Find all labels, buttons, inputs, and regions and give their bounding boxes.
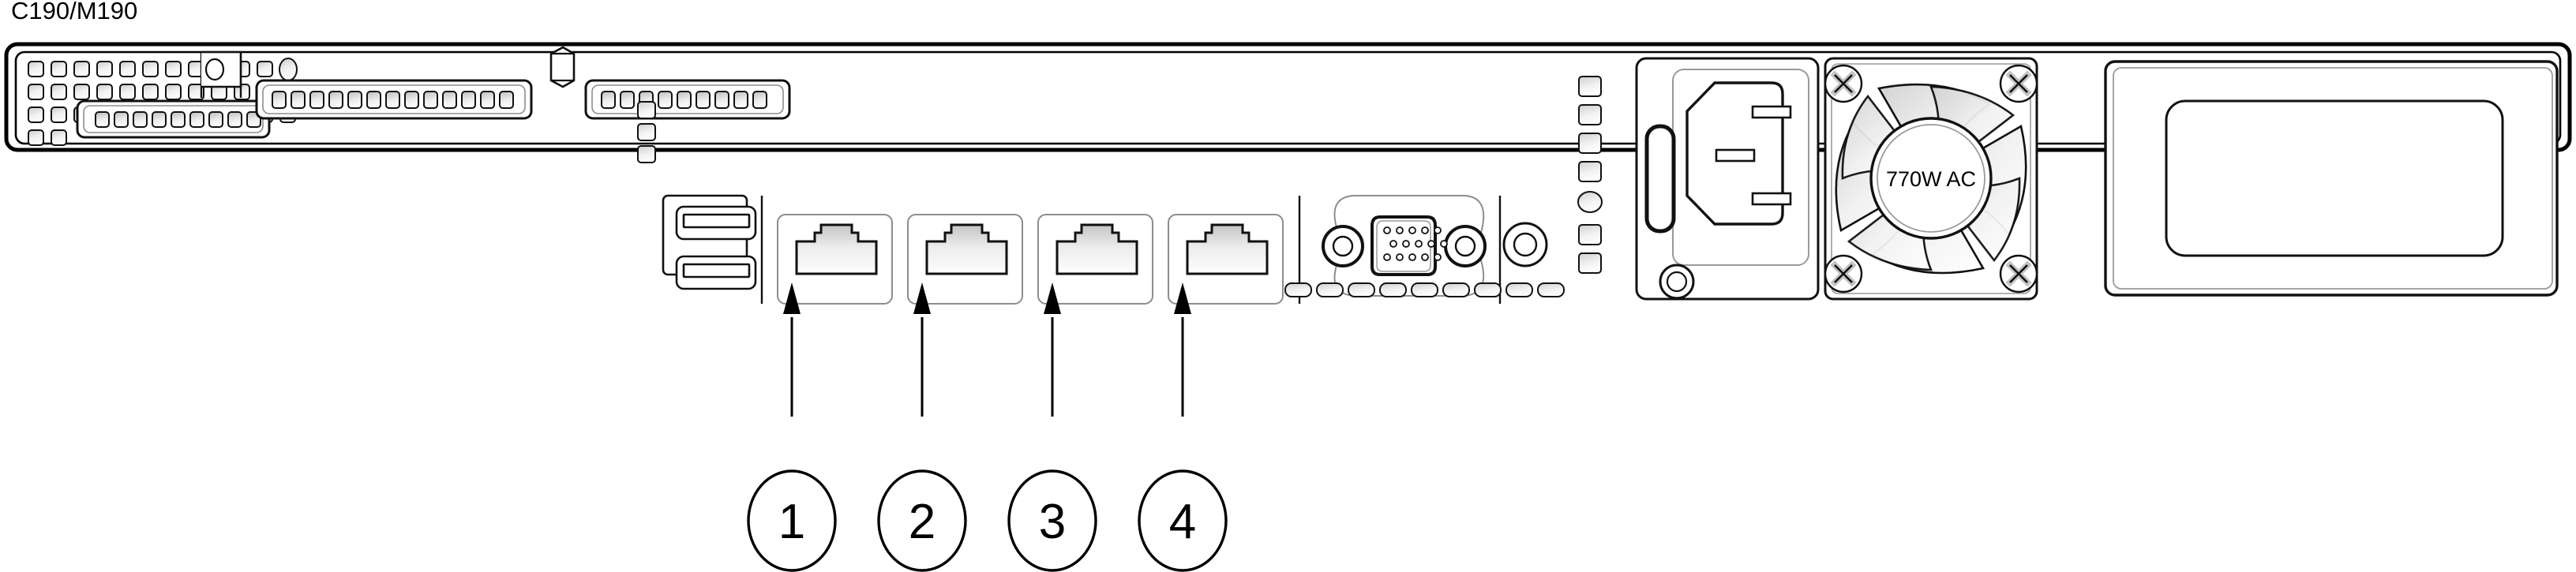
callout-bubble-4[interactable]: 4 <box>1138 469 1228 572</box>
fan-screw-br <box>1999 254 2038 293</box>
vga-port[interactable] <box>1322 195 1487 297</box>
chassis-handle <box>549 46 576 88</box>
expansion-slot-top-right <box>584 79 791 120</box>
callout-number-3: 3 <box>1039 495 1066 549</box>
callout-number-2: 2 <box>909 495 936 549</box>
left-vent-panel <box>28 50 298 146</box>
left-panel-tab <box>200 50 242 98</box>
left-card-slot-vents <box>95 111 261 128</box>
vga-pins <box>1383 226 1448 261</box>
callout-number-1: 1 <box>778 495 805 549</box>
ethernet-port-1[interactable] <box>777 214 893 305</box>
ethernet-port-group[interactable] <box>777 214 1284 305</box>
psu-fan-label: 770W AC <box>1886 167 1976 191</box>
callout-number-4: 4 <box>1169 495 1196 549</box>
ethernet-port-4[interactable] <box>1168 214 1284 305</box>
fan-screw-tl <box>1824 64 1863 103</box>
callout-group: 1 2 3 4 <box>747 469 1228 572</box>
slot-top-right-vents <box>601 91 767 109</box>
ethernet-port-3[interactable] <box>1037 214 1153 305</box>
right-vent-column <box>1577 76 1603 274</box>
psu-fan-module: 770W AC <box>1824 57 2038 301</box>
callout-leaders <box>790 317 1184 417</box>
callout-bubble-1[interactable]: 1 <box>747 469 837 572</box>
slot-top-left-vents <box>272 91 514 109</box>
id-button[interactable] <box>1502 222 1548 267</box>
fan-screw-tr <box>1999 64 2038 103</box>
page-title: C190/M190 <box>11 0 137 24</box>
psu-power-inlet-bay <box>1635 57 1820 301</box>
usb-port-group[interactable] <box>662 194 757 290</box>
led-indicator-strip <box>1284 282 1565 297</box>
status-indicator-squares <box>637 101 656 163</box>
callout-bubble-2[interactable]: 2 <box>877 469 967 572</box>
inlet-slot-bottom <box>1751 192 1792 206</box>
inlet-slot-top <box>1751 105 1792 119</box>
usb-port-lower[interactable] <box>675 255 757 290</box>
fan-screw-bl <box>1824 254 1863 293</box>
expansion-slot-top-left <box>255 79 533 120</box>
callout-arrowheads <box>783 282 1191 314</box>
power-inlet-c14[interactable] <box>1685 81 1792 226</box>
fan-screws <box>1824 64 2038 293</box>
left-card-slot <box>76 99 271 139</box>
callout-bubble-3[interactable]: 3 <box>1007 469 1097 572</box>
ethernet-port-2[interactable] <box>907 214 1023 305</box>
inlet-slot-mid <box>1715 148 1756 163</box>
blank-filler-panel <box>2104 60 2559 297</box>
usb-port-upper[interactable] <box>675 205 757 241</box>
